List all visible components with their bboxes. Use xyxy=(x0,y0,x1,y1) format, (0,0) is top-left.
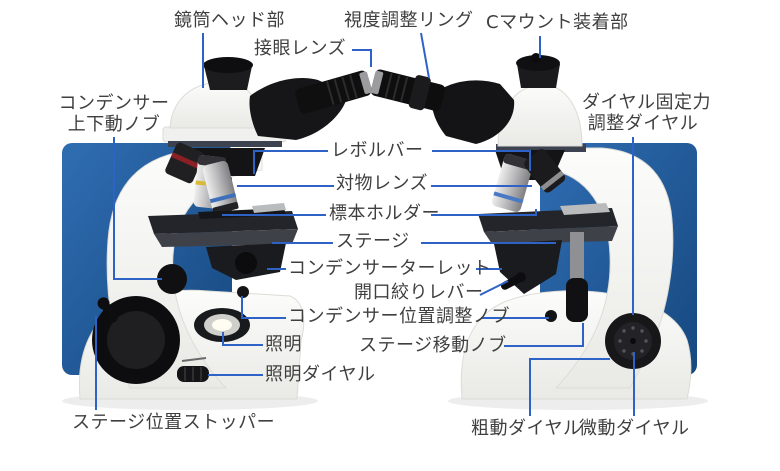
label-revolver: レボルバー xyxy=(331,140,424,161)
label-eyepiece: 接眼レンズ xyxy=(254,38,347,59)
right-objective-2 xyxy=(524,149,566,193)
left-top-cap-rim xyxy=(203,57,253,73)
left-head-rim xyxy=(168,141,282,147)
label-coarse-dial: 粗動ダイヤル xyxy=(471,418,582,439)
label-stage: ステージ xyxy=(336,231,410,252)
leader-specimen-right xyxy=(431,209,537,216)
leader-revolver-right xyxy=(432,150,531,171)
right-eyepiece xyxy=(370,69,446,111)
right-aperture-lever xyxy=(500,272,526,290)
leader-diopter-ring xyxy=(420,32,430,79)
leader-coarse-dial xyxy=(529,358,610,416)
label-c-mount: Cマウント装着部 xyxy=(486,12,629,33)
left-stage-lower xyxy=(154,229,298,247)
leader-lines xyxy=(95,32,635,416)
leader-illumination xyxy=(222,332,263,346)
left-objective-1 xyxy=(165,142,204,184)
right-holder-clip xyxy=(560,203,610,215)
left-eyepiece xyxy=(295,70,373,114)
left-condenser-turret xyxy=(235,252,257,274)
left-holder-clip xyxy=(252,203,286,213)
right-diopter-ring xyxy=(408,75,431,111)
label-condenser-position-knob: コンデンサー位置調整ノブ xyxy=(288,306,510,327)
label-illumination: 照明 xyxy=(265,334,302,355)
left-microscope xyxy=(62,57,373,410)
left-stage-stopper-lever xyxy=(97,297,118,323)
label-condenser-turret: コンデンサーターレット xyxy=(288,258,492,279)
leader-aperture-lever xyxy=(479,280,509,296)
leader-eyepiece xyxy=(352,49,372,67)
leader-stage-move-knob xyxy=(504,323,584,347)
left-focus-knob-inner xyxy=(107,311,165,369)
label-illumination-dial: 照明ダイヤル xyxy=(265,364,376,385)
label-fine-dial: 微動ダイヤル xyxy=(579,418,690,439)
label-dial-tension-line2: 調整ダイヤル xyxy=(587,113,699,134)
leader-condenser-pos-left xyxy=(241,296,286,319)
right-head-rim xyxy=(496,144,586,152)
leader-condenser-updown xyxy=(113,137,162,280)
right-cmount-nub xyxy=(531,53,541,63)
right-cmount-rim xyxy=(516,55,560,71)
left-centering-knob xyxy=(237,286,249,298)
left-lamp-light xyxy=(212,319,232,331)
label-condenser-updown-line1: コンデンサー xyxy=(58,93,170,114)
label-objective-lens: 対物レンズ xyxy=(336,173,429,194)
left-objective-3 xyxy=(202,160,239,215)
right-binocular-tube xyxy=(431,80,515,144)
right-stage-knob xyxy=(566,278,588,322)
left-illumination-dial xyxy=(177,357,209,382)
label-diopter-ring: 視度調整リング xyxy=(344,10,474,31)
right-stage-knob-rod xyxy=(570,232,584,282)
label-stage-stopper: ステージ位置ストッパー xyxy=(72,412,276,433)
label-stage-move-knob: ステージ移動ノブ xyxy=(359,335,507,356)
label-dial-tension: ダイヤル固定力 調整ダイヤル xyxy=(582,92,711,134)
left-stage-top xyxy=(148,211,298,234)
leader-revolver-left xyxy=(253,150,328,174)
label-aperture-lever: 開口絞りレバー xyxy=(354,282,484,303)
label-condenser-updown: コンデンサー 上下動ノブ xyxy=(58,93,170,135)
right-centering-knob xyxy=(545,310,557,322)
right-stage-lower xyxy=(484,226,618,244)
label-tube-head: 鏡筒ヘッド部 xyxy=(174,10,285,31)
label-specimen-holder: 標本ホルダー xyxy=(329,203,440,224)
left-condenser-knob xyxy=(157,264,187,294)
label-condenser-updown-line2: 上下動ノブ xyxy=(67,114,161,135)
right-dial-center xyxy=(630,338,636,344)
label-dial-tension-line1: ダイヤル固定力 xyxy=(582,92,711,113)
